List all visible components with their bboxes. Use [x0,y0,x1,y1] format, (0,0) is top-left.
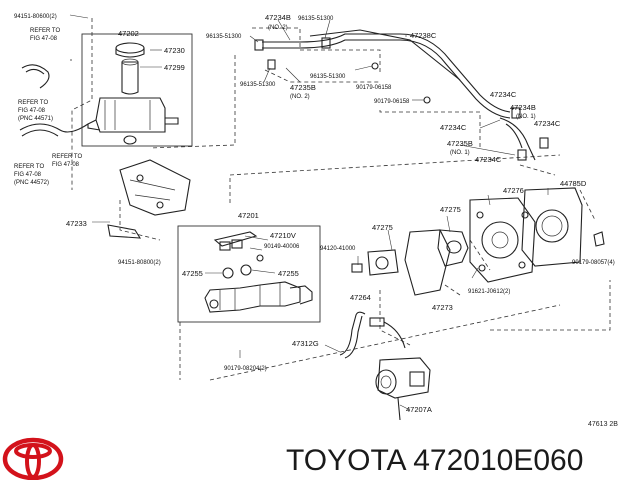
label-47255-a: 47255 [182,269,203,278]
label-47235B-b: 47235B [447,139,473,148]
label-no2-a: (NO. 2) [268,25,288,31]
reservoir-tank [87,42,179,145]
bracket-47233 [107,159,191,239]
label-47299: 47299 [164,63,185,72]
master-cylinder-plates [351,229,469,296]
label-47273: 47273 [432,303,453,312]
label-90179-06158-b: 90179-06158 [374,99,410,105]
label-refer-2b: FIG 47-08 [18,108,46,114]
label-47207A: 47207A [406,405,432,414]
master-cylinder-group-box [177,225,321,323]
reservoir-group-box [81,33,193,147]
label-94151-80600: 94151-80600(2) [14,14,57,20]
label-47234C-a: 47234C [490,90,517,99]
leader-lines [69,14,549,411]
label-refer-1b: FIG 47-08 [30,36,58,42]
label-47312G: 47312G [292,339,319,348]
label-47233: 47233 [66,219,87,228]
label-47201: 47201 [238,211,259,220]
label-47276: 47276 [503,186,524,195]
part-labels: 94151-80600(2) REFER TO FIG 47-08 REFER … [14,13,618,428]
label-refer-4c: (PNC 44572) [14,180,49,186]
label-47234B-b: 47234B [510,103,536,112]
label-no1-b: (NO. 1) [450,150,470,156]
label-47275-a: 47275 [372,223,393,232]
label-47234C-d: 47234C [475,155,502,164]
label-47202: 47202 [118,29,139,38]
label-47264: 47264 [350,293,371,302]
label-no1-a: (NO. 1) [516,114,536,120]
label-90149-40006: 90149-40006 [264,244,300,250]
label-96135-51300-d: 96135-51300 [310,74,346,80]
booster-plates [469,187,605,283]
diagram-code: 47613 2B [588,421,618,428]
label-47210V: 47210V [270,231,296,240]
part-number-title: TOYOTA 472010E060 [286,444,583,477]
label-47238C: 47238C [410,31,437,40]
label-90179-08057: 90179-08057(4) [572,260,615,266]
label-47234C-b: 47234C [534,119,561,128]
label-refer-2a: REFER TO [18,100,48,106]
label-90179-08204: 90179-08204(2) [224,366,267,372]
label-refer-1a: REFER TO [30,28,60,34]
hose-assembly-47238C [254,29,549,161]
dashed-guide-lines [70,18,611,381]
label-91621-J0612: 91621-J0612(2) [468,289,510,295]
label-94120-41000: 94120-41000 [320,246,356,252]
label-no2-b: (NO. 2) [290,94,310,100]
label-refer-3a: REFER TO [52,154,82,160]
label-47234C-c: 47234C [440,123,467,132]
slave-cylinder-47207A [375,357,431,421]
label-refer-4b: FIG 47-08 [14,172,42,178]
label-47235B-a: 47235B [290,83,316,92]
label-47255-b: 47255 [278,269,299,278]
label-refer-2c: (PNC 44571) [18,116,53,122]
label-96135-51300-b: 96135-51300 [298,16,334,22]
label-refer-3b: FIG 47-08 [52,162,80,168]
label-94151-80800: 94151-80800(2) [118,260,161,266]
label-90179-06158-a: 90179-06158 [356,85,392,91]
label-96135-51300-a: 96135-51300 [206,34,242,40]
label-96135-51300-c: 96135-51300 [240,82,276,88]
master-cylinder [204,231,313,313]
label-47234B-a: 47234B [265,13,291,22]
label-47230: 47230 [164,46,185,55]
label-47275-b: 47275 [440,205,461,214]
left-hoses [19,64,89,137]
toyota-logo-icon [2,437,64,480]
label-44785D: 44785D [560,179,587,188]
label-refer-4a: REFER TO [14,164,44,170]
pipe-47312G [339,311,406,359]
